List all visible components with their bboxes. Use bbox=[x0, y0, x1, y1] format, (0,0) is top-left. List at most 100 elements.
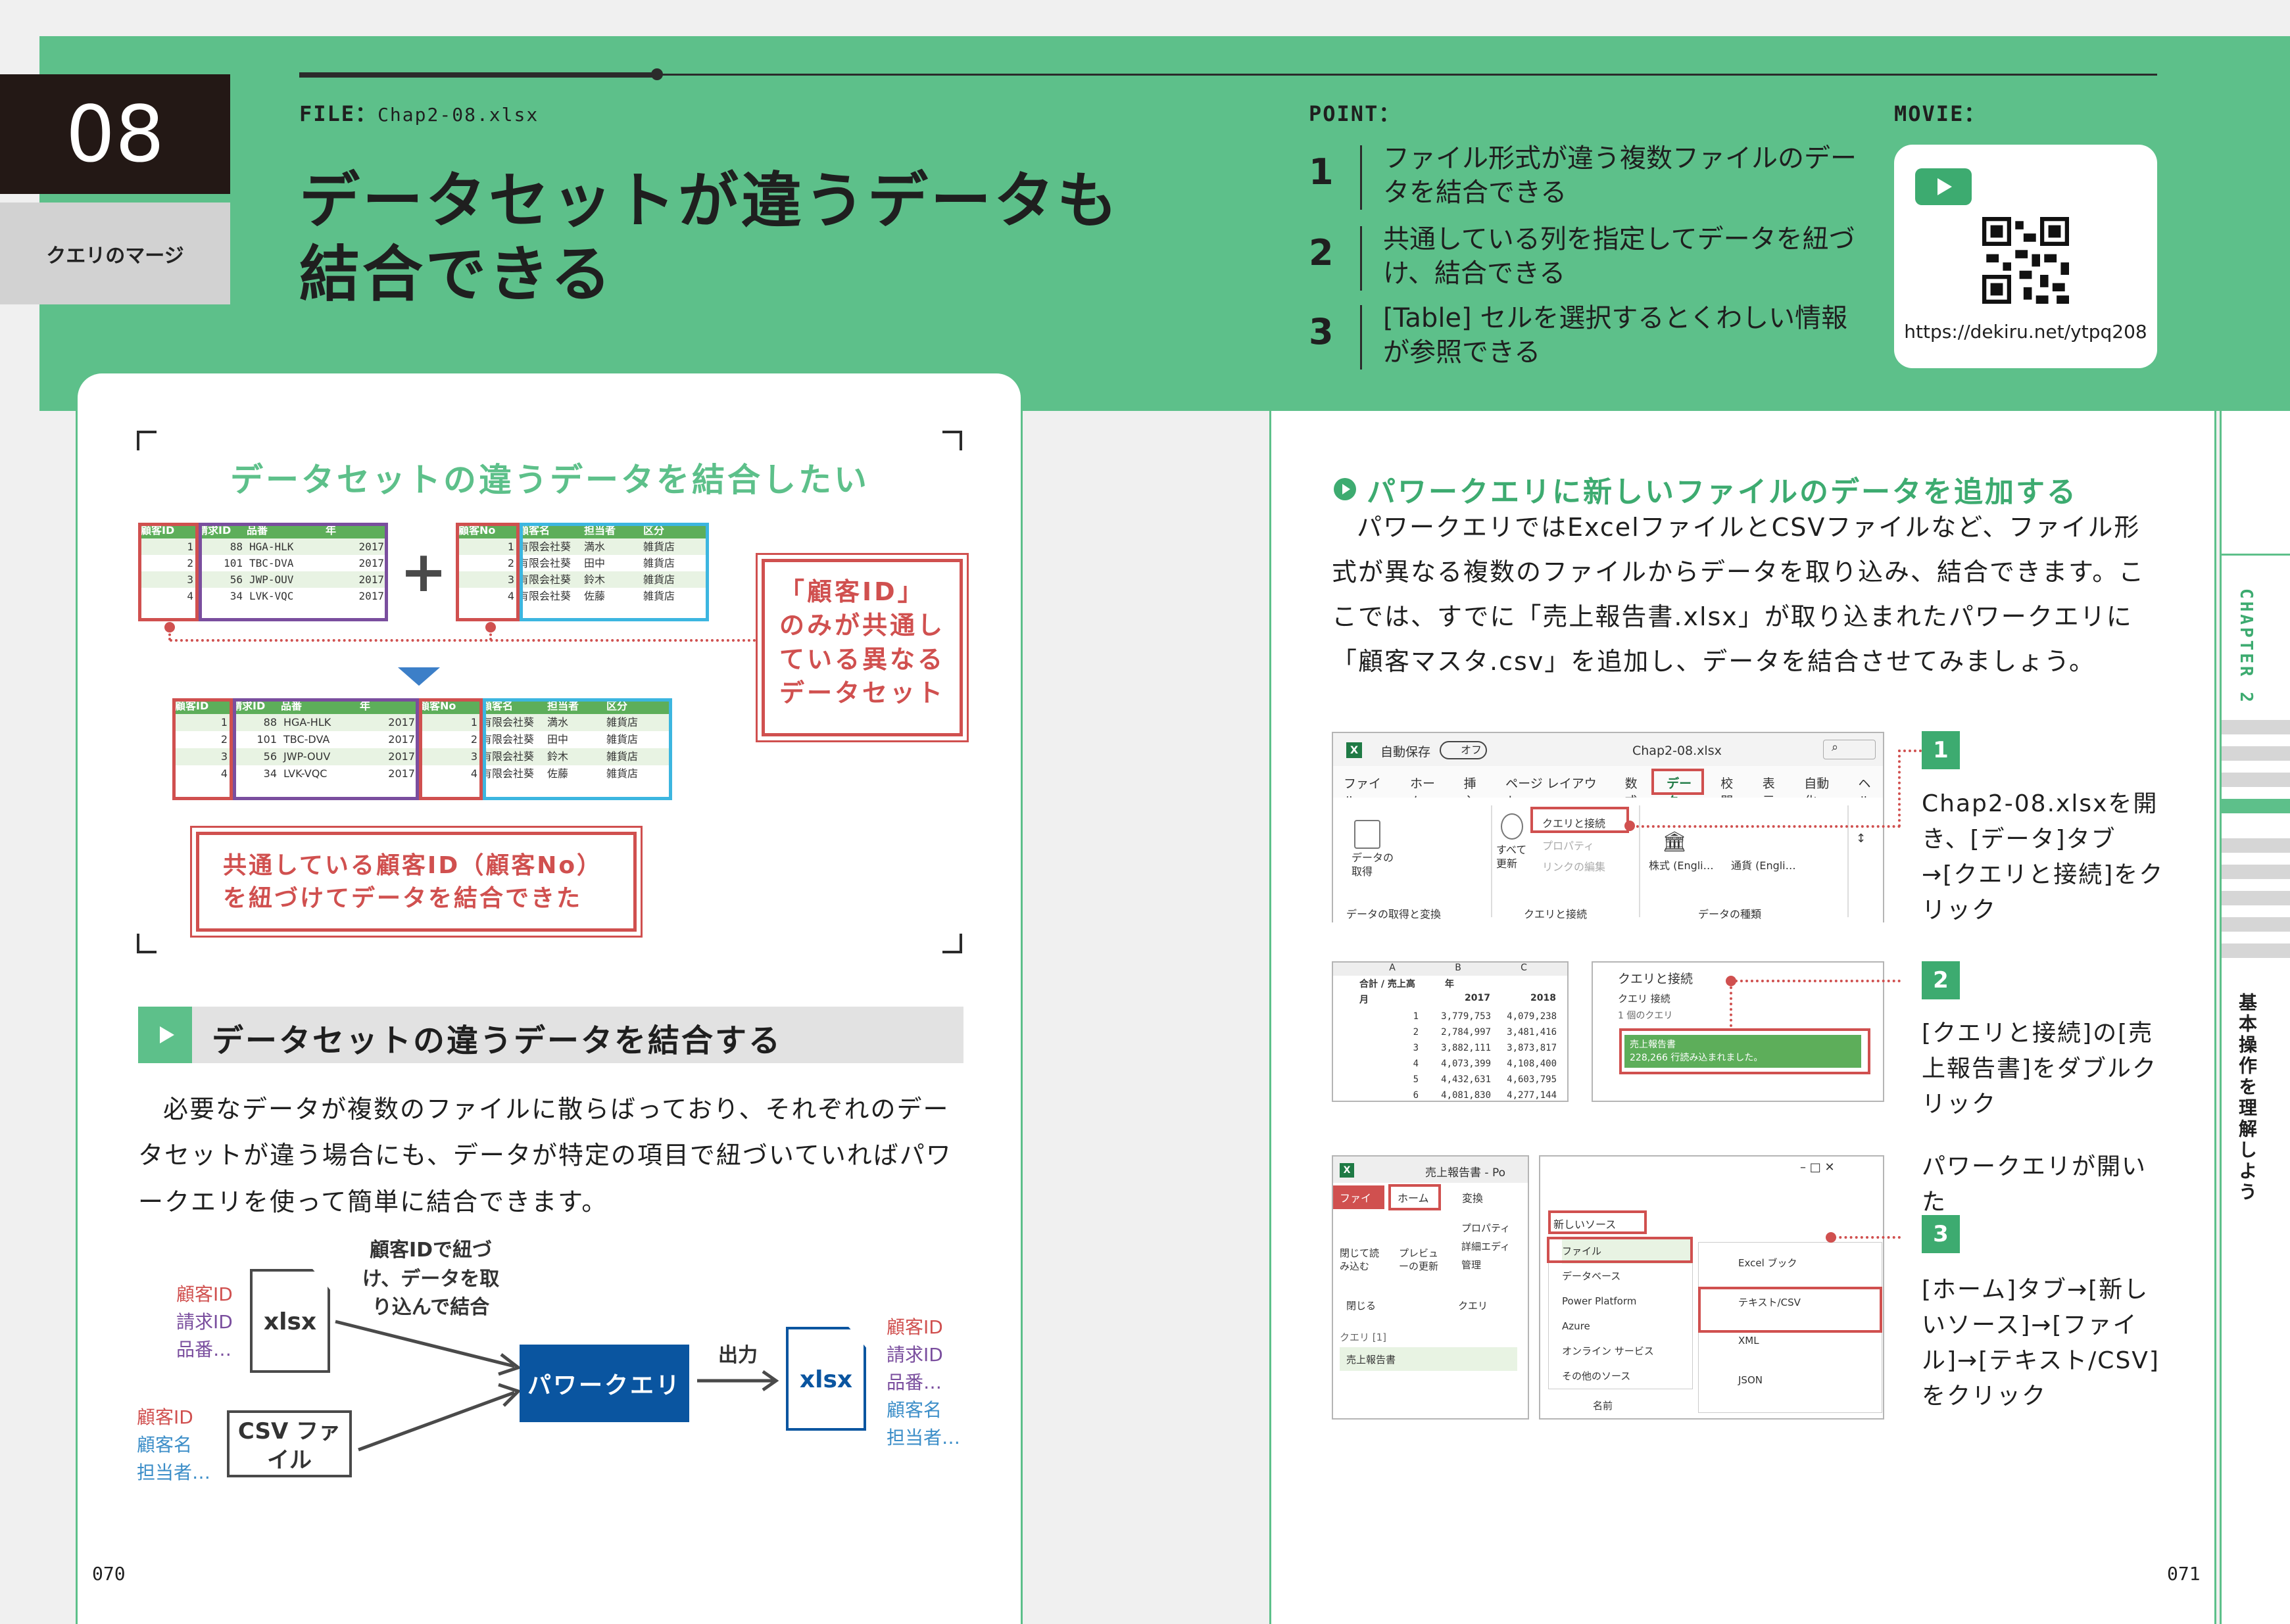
right-body-text: パワークエリではExcelファイルとCSVファイルなど、ファイル形式が異なる複数… bbox=[1332, 513, 2145, 677]
xlsx-field-3: 品番… bbox=[176, 1339, 232, 1360]
page-number-left: 070 bbox=[92, 1563, 126, 1585]
page-title: データセットが違うデータも 結合できる bbox=[299, 166, 1121, 310]
refresh-all-button[interactable]: すべて更新 bbox=[1496, 844, 1527, 870]
right-heading: パワークエリに新しいファイルのデータを追加する bbox=[1367, 475, 2078, 509]
queries-button[interactable]: クエリと接続 bbox=[1542, 817, 1606, 830]
csv-file-box: CSV ファイル bbox=[227, 1410, 352, 1477]
callout-bottom: 共通している顧客ID（顧客No）を紐づけてデータを結合できた bbox=[196, 832, 637, 932]
new-source-button[interactable]: 新しいソース bbox=[1553, 1218, 1617, 1231]
tab-transform[interactable]: 変換 bbox=[1462, 1192, 1484, 1205]
flow-note: 顧客IDで紐づけ、データを取り込んで結合 bbox=[362, 1239, 500, 1319]
side-tab bbox=[2220, 411, 2290, 1624]
query-item-sales[interactable]: 売上報告書 228,266 行読み込まれました。 bbox=[1624, 1035, 1861, 1068]
submenu-xml[interactable]: XML bbox=[1738, 1335, 1759, 1347]
side-title: 基本操作を理解しよう bbox=[2236, 993, 2258, 1203]
file-title: Chap2-08.xlsx bbox=[1632, 744, 1722, 758]
down-arrow-icon bbox=[398, 667, 440, 686]
flow-arrows bbox=[335, 1320, 522, 1452]
movie-url[interactable]: https://dekiru.net/ytpq208 bbox=[1904, 321, 2147, 343]
csv-field-3: 担当者… bbox=[137, 1462, 211, 1483]
xlsx-file-icon bbox=[250, 1269, 330, 1373]
movie-card[interactable]: https://dekiru.net/ytpq208 bbox=[1894, 145, 2157, 368]
step-note-text: パワークエリが開いた bbox=[1922, 1153, 2147, 1216]
plus-icon: + bbox=[400, 539, 448, 605]
excel-logo-icon: X bbox=[1346, 742, 1362, 758]
xlsx-field-2: 請求ID bbox=[176, 1311, 233, 1333]
frame-corner bbox=[942, 934, 962, 953]
divider-dot bbox=[651, 68, 663, 80]
menu-other-sources[interactable]: その他のソース bbox=[1562, 1370, 1631, 1382]
callout-right: 「顧客ID」のみが共通している異なるデータセット bbox=[762, 559, 963, 736]
menu-azure[interactable]: Azure bbox=[1562, 1320, 1590, 1332]
output-arrow-icon bbox=[697, 1370, 779, 1392]
out-field-1: 顧客ID bbox=[887, 1316, 943, 1338]
play-icon[interactable] bbox=[1915, 168, 1972, 205]
refresh-preview-button[interactable]: プレビューの更新 bbox=[1399, 1247, 1439, 1272]
diagram-title: データセットの違うデータを結合したい bbox=[230, 461, 869, 499]
query-item[interactable]: 売上報告書 bbox=[1340, 1347, 1517, 1371]
bank-icon: 🏛 bbox=[1662, 830, 1688, 853]
output-label: 出力 bbox=[718, 1344, 758, 1367]
page-number-right: 071 bbox=[2167, 1563, 2201, 1585]
autosave-toggle[interactable]: オフ bbox=[1440, 741, 1487, 759]
file-submenu: Excel ブック テキスト/CSV XML JSON bbox=[1698, 1242, 1882, 1413]
window-controls[interactable]: – □ ✕ bbox=[1800, 1160, 1835, 1174]
section-title: データセットの違うデータを結合する bbox=[212, 1022, 783, 1059]
submenu-excel[interactable]: Excel ブック bbox=[1738, 1257, 1797, 1269]
out-field-4: 顧客名 bbox=[887, 1399, 942, 1421]
step-1-text: Chap2-08.xlsxを開き、[データ]タブ→[クエリと接続]をクリック bbox=[1922, 790, 2164, 924]
csv-field-1: 顧客ID bbox=[137, 1406, 193, 1428]
file-label: FILE：Chap2-08.xlsx bbox=[299, 101, 539, 126]
menu-online-services[interactable]: オンライン サービス bbox=[1562, 1345, 1654, 1357]
excel-logo-icon: X bbox=[1340, 1163, 1354, 1178]
new-source-menu-screenshot: – □ ✕ 新しいソース ファイル データベース Power Platform … bbox=[1539, 1155, 1884, 1420]
section-bar bbox=[138, 1007, 963, 1063]
side-chapter: CHAPTER 2 bbox=[2236, 588, 2256, 705]
step-2-text: [クエリと接続]の[売上報告書]をダブルクリック bbox=[1922, 1020, 2158, 1118]
left-body-text: 必要なデータが複数のファイルに散らばっており、それぞれのデータセットが違う場合に… bbox=[138, 1095, 952, 1216]
frame-corner bbox=[137, 934, 157, 953]
menu-power-platform[interactable]: Power Platform bbox=[1562, 1295, 1637, 1307]
point-3: 3[Table] セルを選択するとくわしい情報が参照できる bbox=[1309, 301, 1868, 373]
step-3-badge: 3 bbox=[1922, 1215, 1960, 1253]
tab-home[interactable]: ホーム bbox=[1398, 1192, 1429, 1205]
heading-play-icon bbox=[1334, 478, 1356, 500]
chapter-number: 08 bbox=[0, 74, 230, 194]
currency-button[interactable]: 通貨 (Engli… bbox=[1731, 859, 1796, 872]
play-icon bbox=[138, 1007, 192, 1063]
movie-label: MOVIE： bbox=[1894, 101, 1987, 126]
menu-file[interactable]: ファイル bbox=[1562, 1239, 1692, 1264]
xlsx-file-label: xlsx bbox=[263, 1308, 317, 1335]
close-load-button[interactable]: 閉じて読み込む bbox=[1340, 1247, 1380, 1272]
connector-dotted bbox=[170, 639, 762, 642]
point-label: POINT： bbox=[1309, 101, 1401, 126]
submenu-json[interactable]: JSON bbox=[1738, 1374, 1763, 1386]
sort-icon[interactable]: ↕ bbox=[1856, 832, 1866, 846]
out-field-2: 請求ID bbox=[887, 1344, 943, 1366]
stocks-button[interactable]: 株式 (Engli… bbox=[1649, 859, 1714, 872]
divider-line bbox=[299, 74, 2157, 76]
database-icon bbox=[1354, 820, 1380, 849]
qr-code-icon[interactable] bbox=[1982, 217, 2069, 304]
xlsx-field-1: 顧客ID bbox=[176, 1283, 233, 1305]
out-field-3: 品番… bbox=[887, 1372, 942, 1393]
tab-file[interactable]: ファイル bbox=[1333, 1185, 1384, 1220]
get-data-button[interactable]: データの取得 bbox=[1352, 851, 1394, 878]
progress-marker bbox=[2222, 799, 2290, 813]
refresh-icon bbox=[1501, 813, 1523, 840]
frame-corner bbox=[137, 431, 157, 450]
step-1-badge: 1 bbox=[1922, 731, 1960, 769]
category-label: クエリのマージ bbox=[0, 203, 230, 304]
divider-line-thick bbox=[299, 72, 658, 78]
submenu-text-csv[interactable]: テキスト/CSV bbox=[1738, 1297, 1801, 1308]
queries-pane-screenshot: クエリと接続 クエリ 接続 1 個のクエリ 売上報告書 228,266 行読み込… bbox=[1592, 961, 1884, 1102]
power-query-box: パワークエリ bbox=[520, 1345, 689, 1422]
step-3-text: [ホーム]タブ→[新しいソース]→[ファイル]→[テキスト/CSV]をクリック bbox=[1922, 1276, 2160, 1410]
search-icon[interactable]: ⌕ bbox=[1823, 740, 1876, 759]
menu-database[interactable]: データベース bbox=[1562, 1270, 1621, 1282]
